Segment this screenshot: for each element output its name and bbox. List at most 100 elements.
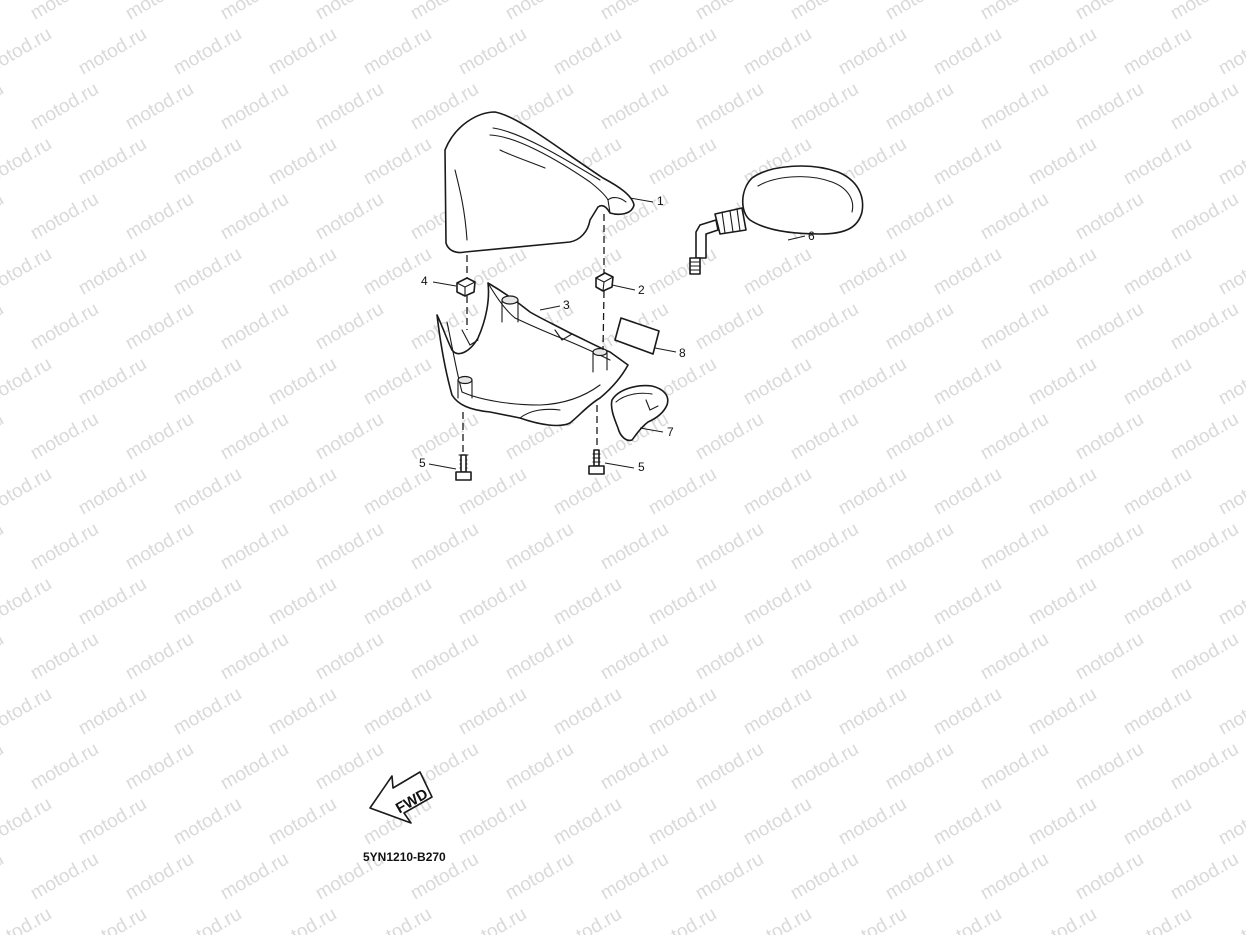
watermark-text: motod.ru	[170, 24, 245, 80]
watermark-text: motod.ru	[1025, 574, 1100, 630]
watermark-text: motod.ru	[265, 794, 340, 850]
watermark-text: motod.ru	[835, 904, 910, 935]
watermark-text: motod.ru	[835, 684, 910, 740]
watermark-text: motod.ru	[75, 24, 150, 80]
watermark-text: motod.ru	[75, 354, 150, 410]
callout-6: 6	[808, 229, 815, 243]
watermark-text: motod.ru	[217, 849, 292, 905]
watermark-text: motod.ru	[1167, 189, 1242, 245]
screw-left	[455, 454, 472, 481]
watermark-text: motod.ru	[550, 24, 625, 80]
watermark-text: motod.ru	[0, 464, 55, 520]
handlebar-lower-cover	[436, 282, 629, 427]
watermark-text: motod.ru	[930, 244, 1005, 300]
watermark-text: motod.ru	[835, 354, 910, 410]
watermark-text: motod.ru	[1167, 629, 1242, 685]
watermark-text: motod.ru	[1120, 464, 1195, 520]
callouts: 1 2 3 4 5 5 6 7 8	[419, 194, 815, 474]
watermark-text: motod.ru	[170, 574, 245, 630]
watermark-text: motod.ru	[217, 189, 292, 245]
watermark-text: motod.ru	[1120, 684, 1195, 740]
watermark-text: motod.ru	[312, 0, 387, 24]
watermark-text: motod.ru	[1167, 0, 1242, 24]
watermark-text: motod.ru	[1215, 134, 1246, 190]
watermark-text: motod.ru	[787, 629, 862, 685]
watermark-text: motod.ru	[645, 244, 720, 300]
watermark-text: motod.ru	[75, 794, 150, 850]
watermark-text: motod.ru	[122, 739, 197, 795]
watermark-text: motod.ru	[170, 244, 245, 300]
watermark-text: motod.ru	[740, 684, 815, 740]
watermark-text: motod.ru	[835, 794, 910, 850]
watermark-text: motod.ru	[930, 684, 1005, 740]
callout-4: 4	[421, 274, 428, 288]
watermark-text: motod.ru	[1072, 739, 1147, 795]
watermark-text: motod.ru	[1120, 354, 1195, 410]
watermark-text: motod.ru	[882, 409, 957, 465]
watermark-text: motod.ru	[455, 574, 530, 630]
watermark-text: motod.ru	[0, 409, 7, 465]
watermark-text: motod.ru	[75, 134, 150, 190]
watermark-text: motod.ru	[360, 354, 435, 410]
watermark-text: motod.ru	[217, 519, 292, 575]
watermark-text: motod.ru	[360, 904, 435, 935]
callout-1: 1	[657, 194, 664, 208]
nut-right	[595, 272, 614, 292]
callout-5-right: 5	[638, 460, 645, 474]
watermark-text: motod.ru	[0, 739, 7, 795]
watermark-text: motod.ru	[75, 574, 150, 630]
watermark-text: motod.ru	[692, 409, 767, 465]
watermark-text: motod.ru	[977, 189, 1052, 245]
watermark-text: motod.ru	[0, 904, 55, 935]
watermark-text: motod.ru	[27, 189, 102, 245]
watermark-text: motod.ru	[930, 24, 1005, 80]
watermark-text: motod.ru	[27, 519, 102, 575]
watermark-text: motod.ru	[692, 299, 767, 355]
watermark-text: motod.ru	[787, 519, 862, 575]
watermark-text: motod.ru	[1167, 299, 1242, 355]
watermark-text: motod.ru	[407, 629, 482, 685]
watermark-text: motod.ru	[977, 299, 1052, 355]
watermark-text: motod.ru	[217, 629, 292, 685]
watermark-text: motod.ru	[977, 739, 1052, 795]
watermark-text: motod.ru	[0, 849, 7, 905]
watermark-text: motod.ru	[75, 244, 150, 300]
watermark-text: motod.ru	[27, 299, 102, 355]
watermark-text: motod.ru	[27, 79, 102, 135]
watermark-text: motod.ru	[645, 24, 720, 80]
watermark-text: motod.ru	[360, 134, 435, 190]
watermark-text: motod.ru	[75, 904, 150, 935]
watermark-text: motod.ru	[930, 134, 1005, 190]
watermark-text: motod.ru	[122, 299, 197, 355]
watermark-text: motod.ru	[265, 574, 340, 630]
watermark-text: motod.ru	[1072, 629, 1147, 685]
watermark-text: motod.ru	[597, 0, 672, 24]
watermark-text: motod.ru	[170, 684, 245, 740]
watermark-text: motod.ru	[882, 519, 957, 575]
watermark-text: motod.ru	[170, 794, 245, 850]
watermark-text: motod.ru	[265, 24, 340, 80]
watermark-text: motod.ru	[0, 519, 7, 575]
watermark-text: motod.ru	[170, 904, 245, 935]
watermark-text: motod.ru	[122, 519, 197, 575]
watermark-text: motod.ru	[27, 739, 102, 795]
watermark-text: motod.ru	[645, 464, 720, 520]
watermark-text: motod.ru	[312, 189, 387, 245]
watermark-text: motod.ru	[0, 24, 55, 80]
watermark-text: motod.ru	[882, 0, 957, 24]
watermark-text: motod.ru	[977, 629, 1052, 685]
watermark-text: motod.ru	[1167, 519, 1242, 575]
watermark-text: motod.ru	[882, 849, 957, 905]
assembly-lines	[462, 214, 605, 452]
watermark-text: motod.ru	[692, 0, 767, 24]
watermark-text: motod.ru	[122, 189, 197, 245]
watermark-text: motod.ru	[1072, 849, 1147, 905]
nut-left	[456, 277, 476, 297]
cover-plate	[610, 384, 669, 442]
watermark-text: motod.ru	[0, 684, 55, 740]
watermark-text: motod.ru	[550, 244, 625, 300]
watermark-text: motod.ru	[787, 739, 862, 795]
watermark-text: motod.ru	[835, 464, 910, 520]
watermark-text: motod.ru	[787, 409, 862, 465]
